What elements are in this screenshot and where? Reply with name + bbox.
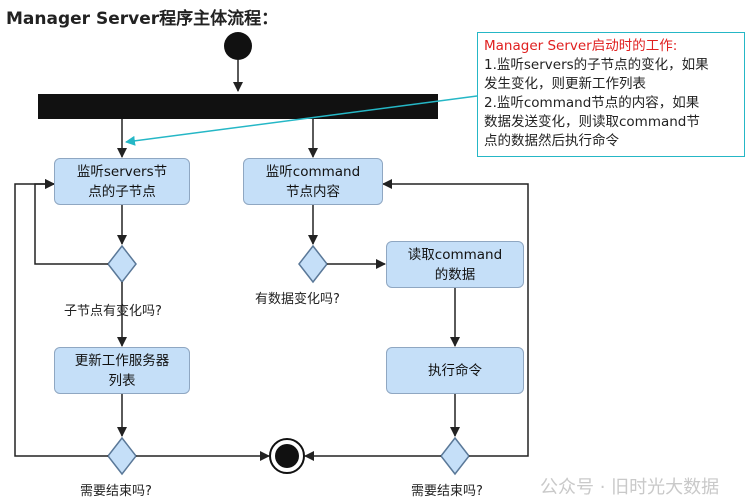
start-node xyxy=(224,32,252,60)
box-read-command-line2: 的数据 xyxy=(434,266,476,283)
label-child-changed: 子节点有变化吗? xyxy=(64,304,162,319)
label-data-changed: 有数据变化吗? xyxy=(255,292,340,307)
note-line-5: 点的数据然后执行命令 xyxy=(484,133,619,149)
decision-data-changed xyxy=(298,244,328,284)
label-need-end-left: 需要结束吗? xyxy=(80,484,152,499)
fork-bar xyxy=(38,94,438,119)
label-need-end-right: 需要结束吗? xyxy=(411,484,483,499)
note-connector xyxy=(125,95,478,146)
note-line-4: 数据发送变化，则读取command节 xyxy=(484,114,700,130)
note-line-1: 1.监听servers的子节点的变化，如果 xyxy=(484,57,709,73)
watermark: 公众号 · 旧时光大数据 xyxy=(540,477,720,498)
edge-right-loop-back xyxy=(382,179,529,457)
edge-left-loop-back xyxy=(14,179,108,457)
box-watch-command-line2: 节点内容 xyxy=(285,183,340,200)
box-update-list-line2: 列表 xyxy=(108,372,136,389)
note-line-2: 发生变化，则更新工作列表 xyxy=(484,76,646,92)
decision-need-end-left xyxy=(107,436,137,476)
page-title: Manager Server程序主体流程： xyxy=(6,9,279,29)
box-watch-servers-line2: 点的子节点 xyxy=(88,183,156,200)
note-title: Manager Server启动时的工作: xyxy=(484,38,678,54)
box-watch-servers: 监听servers节 点的子节点 xyxy=(54,158,190,205)
box-execute: 执行命令 xyxy=(386,347,524,394)
box-update-list-line1: 更新工作服务器 xyxy=(74,352,170,369)
box-read-command: 读取command 的数据 xyxy=(386,241,524,288)
box-read-command-line1: 读取command xyxy=(407,246,503,263)
box-update-list: 更新工作服务器 列表 xyxy=(54,347,190,394)
annotation-note: Manager Server启动时的工作: 1.监听servers的子节点的变化… xyxy=(477,32,745,157)
note-line-3: 2.监听command节点的内容，如果 xyxy=(484,95,700,111)
decision-need-end-right xyxy=(440,436,470,476)
box-watch-command: 监听command 节点内容 xyxy=(243,158,383,205)
end-node-core xyxy=(275,444,299,468)
box-execute-line1: 执行命令 xyxy=(428,362,482,379)
decision-child-changed xyxy=(107,244,137,284)
box-watch-servers-line1: 监听servers节 xyxy=(76,163,168,180)
box-watch-command-line1: 监听command xyxy=(265,163,361,180)
